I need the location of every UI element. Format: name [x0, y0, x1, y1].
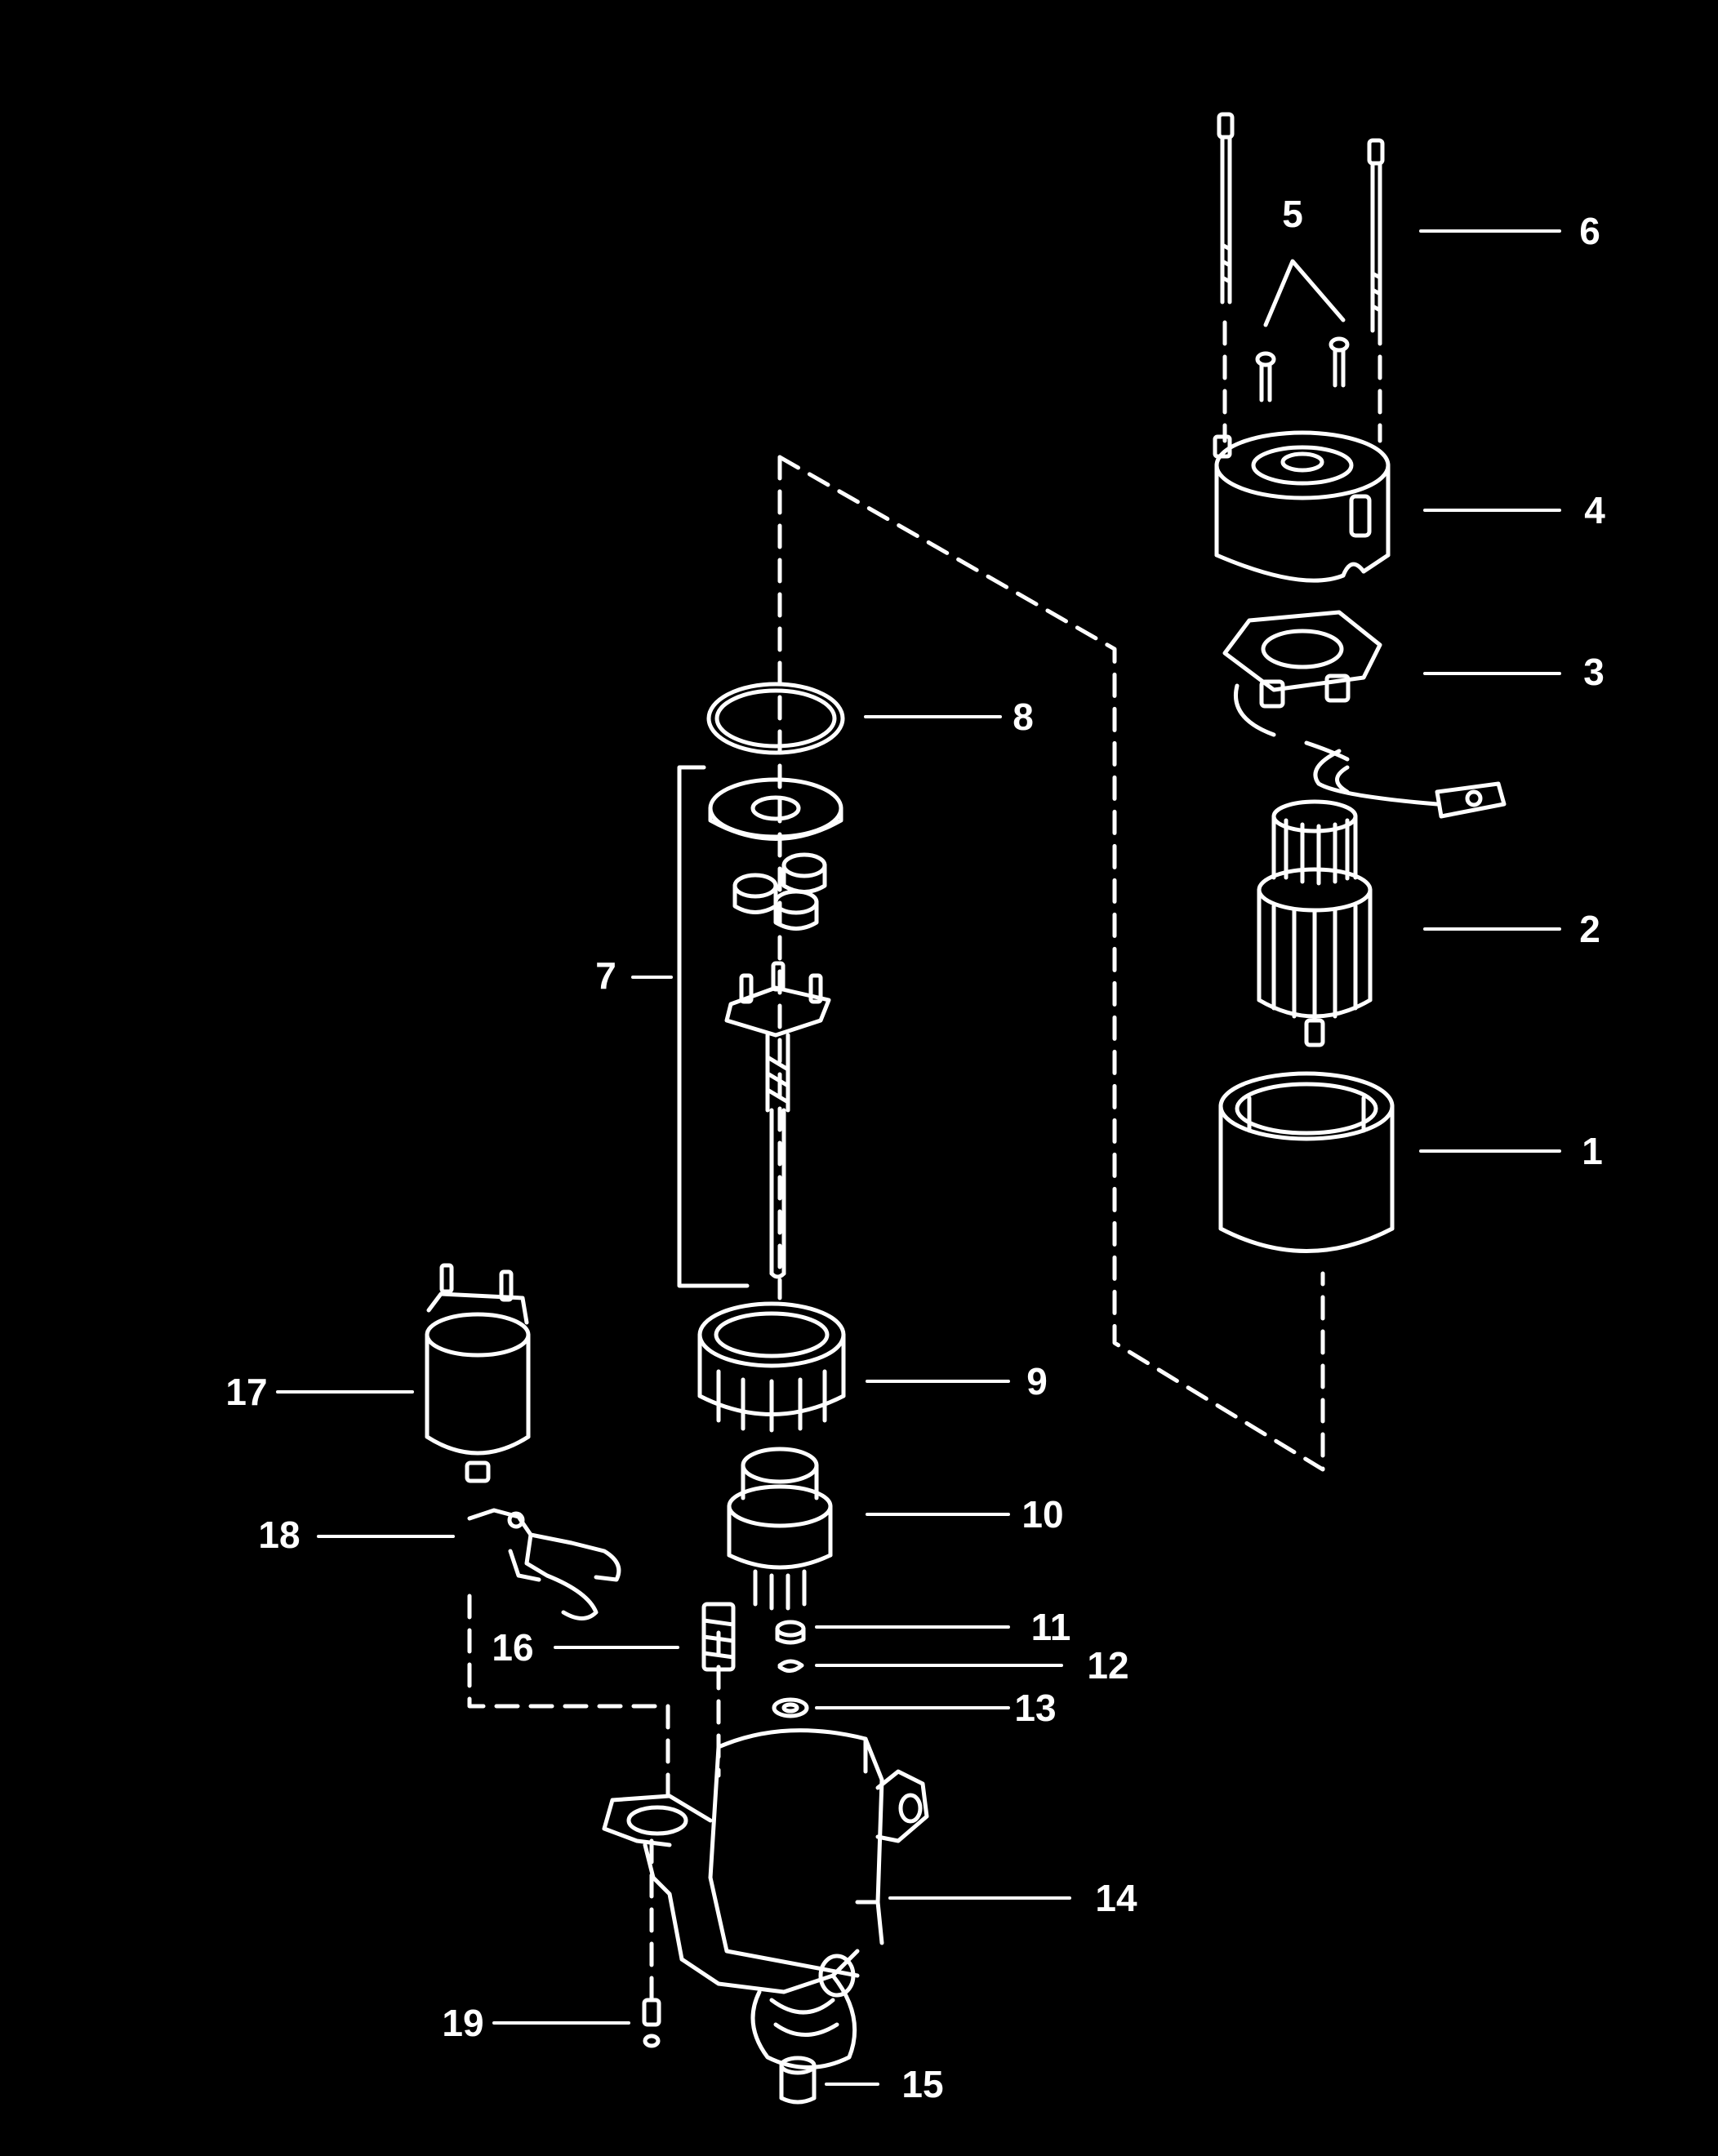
callout-16: 16 [492, 1626, 534, 1669]
through-bolt [1217, 112, 1385, 333]
callout-6: 6 [1579, 210, 1600, 252]
shift-lever [467, 1508, 621, 1620]
washers [772, 1620, 809, 1718]
callout-19: 19 [442, 2002, 484, 2044]
field-frame [1218, 1071, 1395, 1253]
callout-12: 12 [1087, 1644, 1129, 1687]
solenoid [425, 1263, 531, 1483]
callout-11: 11 [1030, 1606, 1071, 1648]
callout-8: 8 [1013, 696, 1034, 738]
drive-pinion [727, 1447, 833, 1611]
mounting-bolt [642, 1998, 661, 2048]
callout-17: 17 [225, 1371, 268, 1413]
callout-13: 13 [1014, 1687, 1057, 1729]
assembly-centerlines [467, 320, 1382, 2003]
gear-set [677, 765, 843, 1288]
callout-1: 1 [1582, 1130, 1603, 1172]
leader-lines [276, 229, 1561, 2086]
callout-9: 9 [1026, 1360, 1048, 1403]
callout-18: 18 [258, 1514, 300, 1556]
end-cap [1213, 430, 1391, 583]
bushing [779, 2056, 817, 2105]
ring-gear [697, 1301, 846, 1433]
o-ring [706, 682, 845, 755]
armature [1257, 799, 1373, 1047]
shift-spring [701, 1602, 736, 1672]
callout-5: 5 [1282, 193, 1303, 235]
screw-pair [1255, 259, 1350, 402]
callout-10: 10 [1021, 1493, 1064, 1536]
callout-4: 4 [1584, 489, 1605, 531]
callout-3: 3 [1583, 651, 1605, 693]
callout-14: 14 [1095, 1877, 1137, 1919]
brush-plate [1222, 610, 1507, 819]
callout-2: 2 [1579, 908, 1600, 950]
callout-15: 15 [901, 2063, 944, 2105]
callout-7: 7 [595, 954, 616, 997]
